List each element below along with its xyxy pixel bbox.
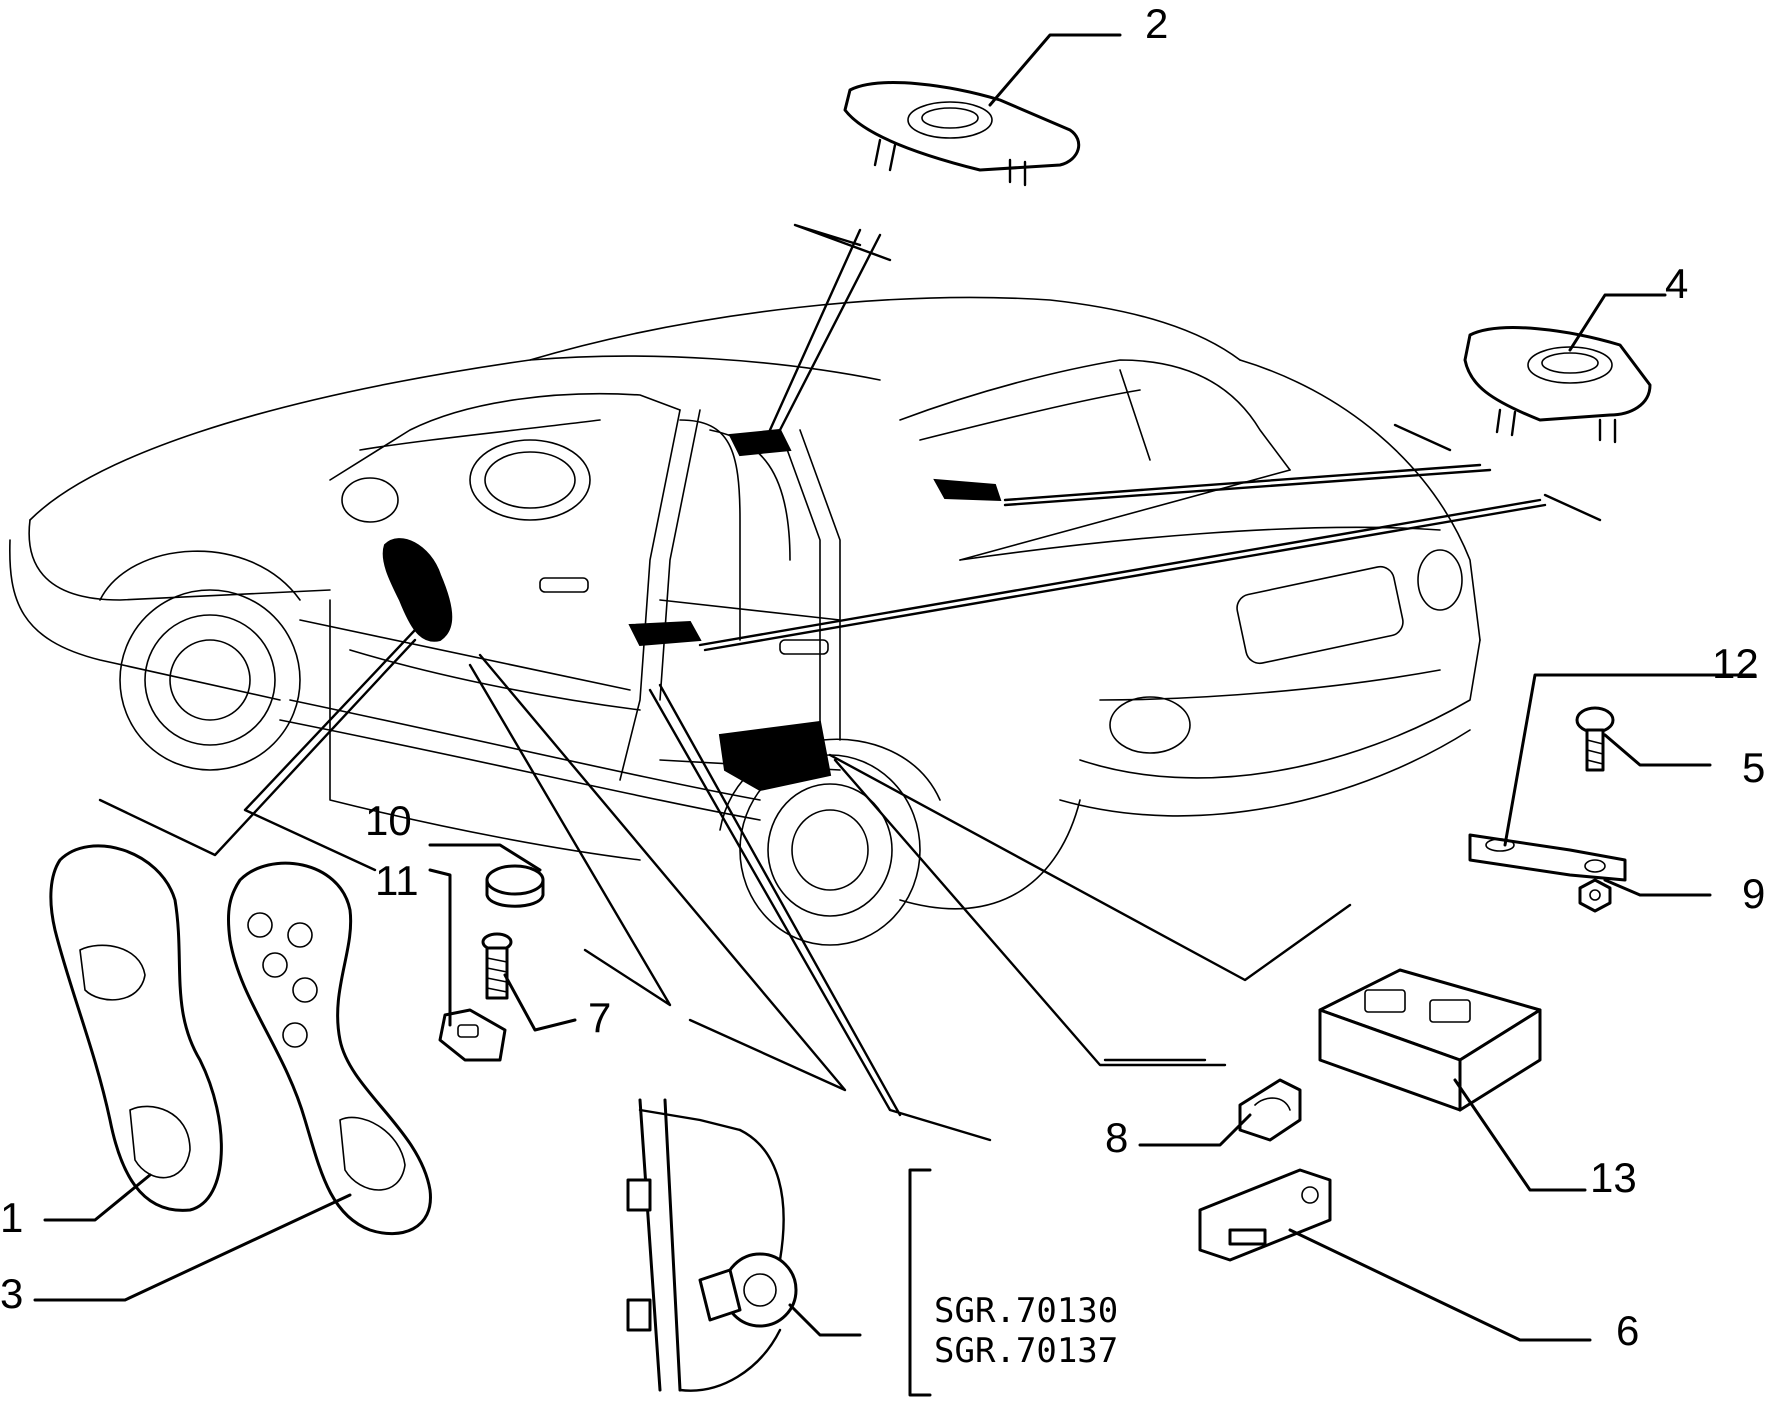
part-2-roof-switch (843, 81, 1081, 187)
callout-7: 7 (588, 994, 611, 1041)
part-7-screw (481, 932, 513, 1000)
callout-10: 10 (365, 797, 412, 844)
part-10-cap (485, 864, 545, 908)
callout-9: 9 (1742, 870, 1765, 917)
callout-12: 12 (1712, 640, 1759, 687)
part-code-1: SGR.70130 (934, 1291, 1118, 1331)
callout-8: 8 (1105, 1114, 1128, 1161)
part-code-2: SGR.70137 (934, 1331, 1118, 1371)
part-1-switch-panel (49, 844, 223, 1212)
part-4-roof-switch (1463, 326, 1652, 444)
part-13-control-unit (1318, 968, 1542, 1112)
callout-3: 3 (0, 1270, 23, 1317)
control-unit-marker (718, 720, 832, 792)
car-illustration (9, 296, 1481, 946)
part-12-bracket (1468, 833, 1627, 882)
callout-13: 13 (1590, 1154, 1637, 1201)
switch-location-markers (382, 428, 1002, 792)
callout-5: 5 (1742, 744, 1765, 791)
rear-door-switch-marker (628, 620, 702, 647)
part-9-nut (1578, 878, 1612, 913)
callout-2: 2 (1145, 0, 1168, 47)
callout-labels: 2 4 12 5 9 13 8 6 10 11 7 1 3 SGR.70130 … (0, 0, 1765, 1371)
front-door-switch-marker (382, 538, 453, 642)
roof-switch-marker-rear (933, 478, 1002, 502)
part-8-clip (1238, 1078, 1302, 1142)
part-11-clip (438, 1008, 507, 1062)
leader-lines (33, 33, 1757, 1397)
roof-switch-marker-front (728, 428, 792, 457)
window-regulator-assembly (626, 1098, 798, 1392)
part-6-connector (1198, 1168, 1332, 1262)
callout-6: 6 (1616, 1307, 1639, 1354)
part-5-screw (1575, 706, 1615, 772)
callout-11: 11 (375, 857, 419, 904)
part-3-switch-panel (226, 861, 432, 1236)
callout-1: 1 (0, 1194, 23, 1241)
callout-4: 4 (1665, 260, 1688, 307)
